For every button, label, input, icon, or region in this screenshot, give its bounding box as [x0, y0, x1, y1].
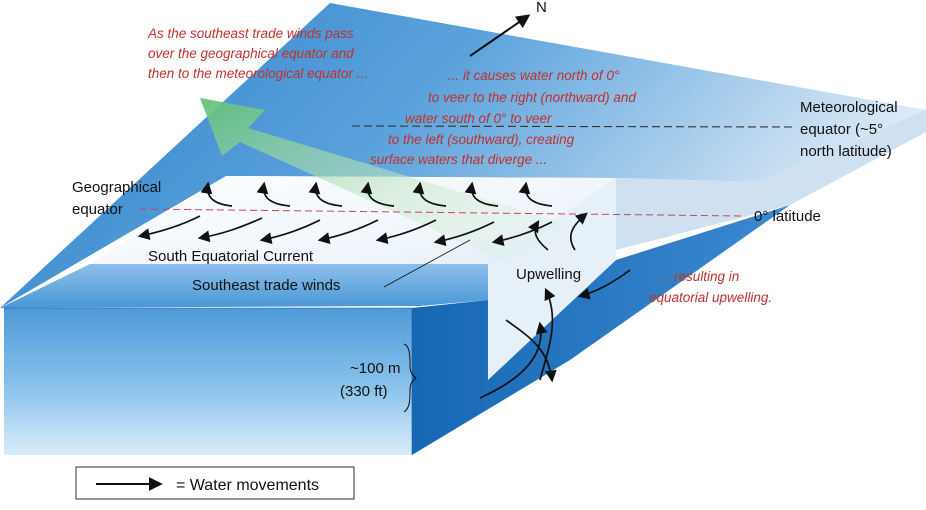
ocean-front-face [4, 308, 412, 455]
trade-wind-arrow [200, 98, 560, 262]
upwelling-arrows [479, 212, 631, 399]
caption-line: ... it causes water north of 0° [448, 68, 620, 83]
caption-line: surface waters that diverge ... [370, 152, 547, 167]
northward-veering-arrows [200, 181, 553, 207]
depth-label-line: ~100 m [350, 360, 400, 377]
label-line: equator (~5° [800, 121, 883, 138]
caption-line: equatorial upwelling. [649, 290, 772, 305]
ocean-side-face [412, 205, 790, 455]
divergence-caption: ... it causes water north of 0° to veer … [370, 68, 636, 167]
trade-winds-caption: As the southeast trade winds pass over t… [147, 26, 368, 81]
north-compass: N [469, 0, 547, 57]
caption-line: ... resulting in [659, 269, 739, 284]
caption-line: As the southeast trade winds pass [147, 26, 354, 41]
caption-line: to the left (southward), creating [388, 132, 575, 147]
south-equatorial-current-label: South Equatorial Current [148, 248, 314, 265]
label-line: Geographical [72, 179, 161, 196]
legend: = Water movements [75, 466, 355, 500]
zero-latitude-label: 0° latitude [754, 208, 821, 225]
north-label: N [536, 0, 547, 16]
caption-line: then to the meteorological equator ... [148, 66, 368, 81]
trade-winds-leader-line [383, 239, 471, 288]
ocean-top-north [0, 3, 926, 308]
label-line: equator [72, 201, 123, 218]
geographical-equator-label: Geographical equator [72, 179, 161, 218]
caption-line: over the geographical equator and [148, 46, 354, 61]
label-line: north latitude) [800, 143, 892, 160]
meteorological-equator-line [351, 125, 793, 128]
label-line: Meteorological [800, 99, 898, 116]
caption-line: to veer to the right (northward) and [428, 90, 636, 105]
south-equatorial-current-arrows [137, 215, 553, 246]
legend-text: = Water movements [176, 477, 319, 494]
upwelling-caption: ... resulting in equatorial upwelling. [649, 269, 772, 305]
caption-line: water south of 0° to veer [405, 111, 552, 126]
depth-label-line: (330 ft) [340, 383, 388, 400]
southeast-trade-winds-label: Southeast trade winds [192, 277, 340, 294]
meteorological-equator-label: Meteorological equator (~5° north latitu… [800, 99, 898, 160]
geographical-equator-line [139, 208, 746, 217]
ocean-top-south [0, 264, 488, 308]
depth-indicator: ~100 m (330 ft) [340, 343, 417, 413]
upwelling-label: Upwelling [516, 266, 581, 283]
